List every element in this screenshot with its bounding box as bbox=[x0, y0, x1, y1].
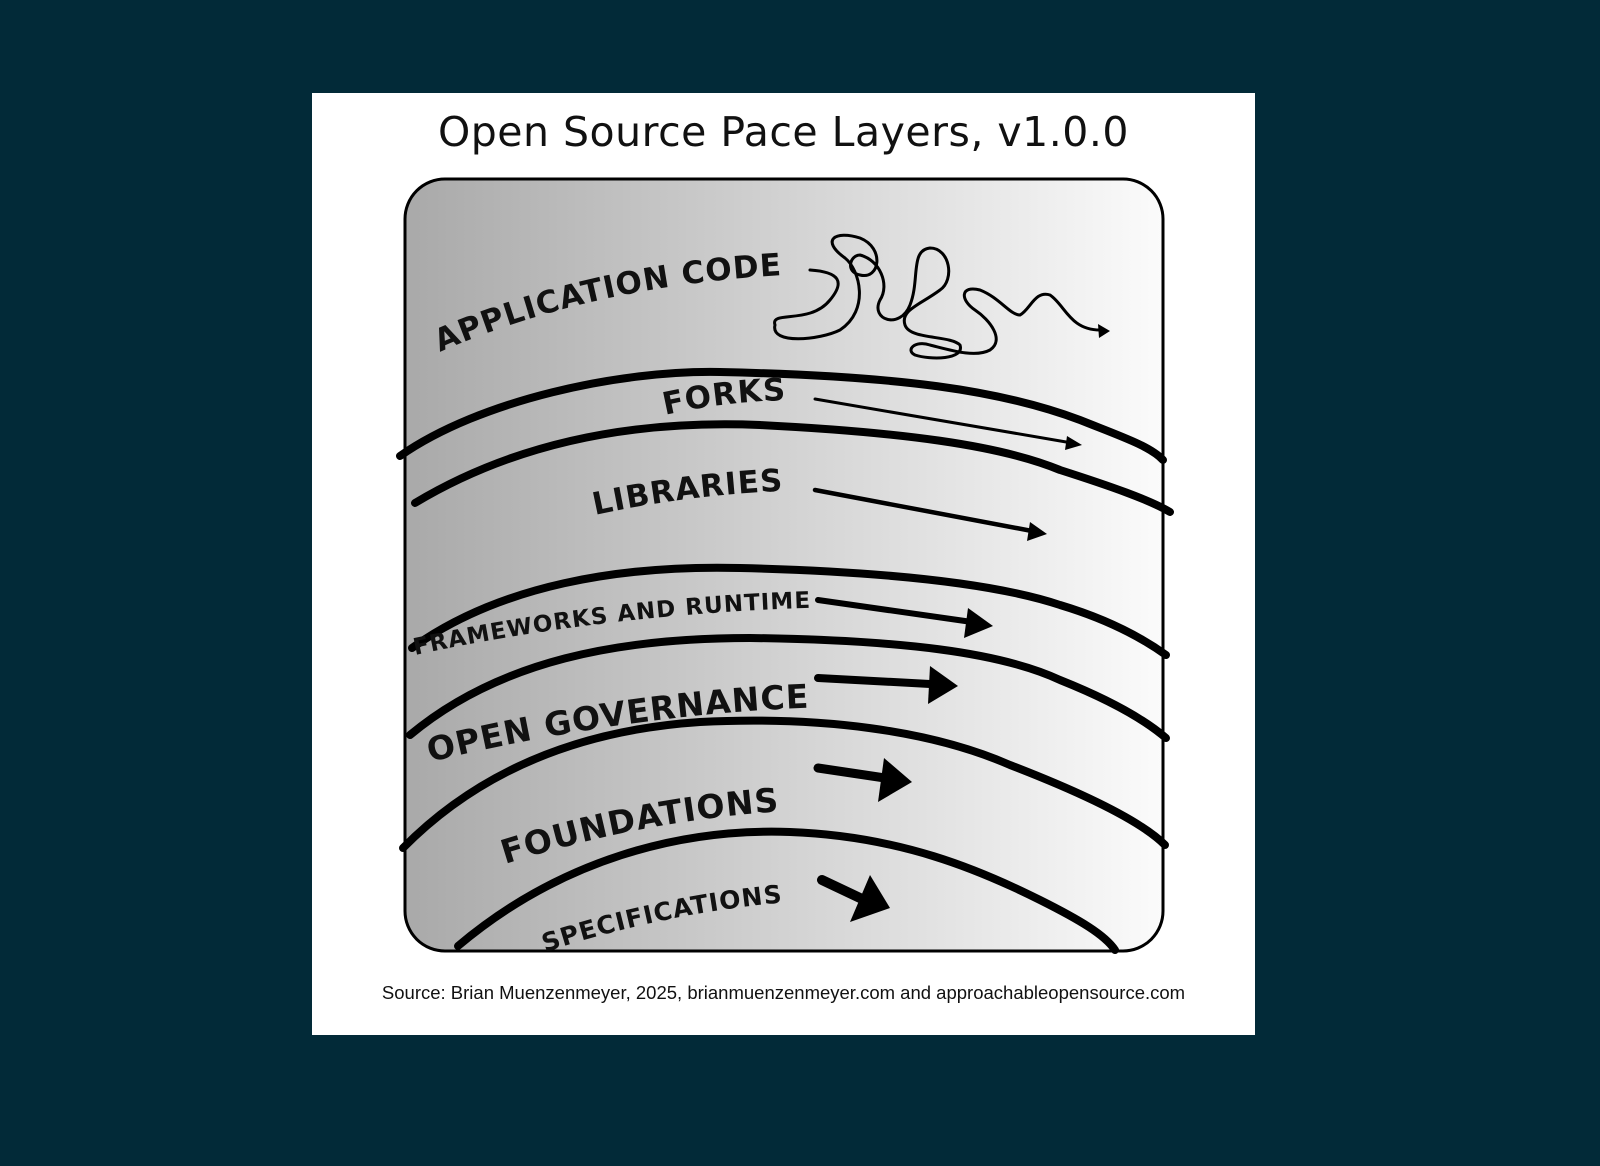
band-line-5 bbox=[399, 716, 1169, 852]
squiggle-arrow bbox=[773, 233, 1102, 360]
source-caption: Source: Brian Muenzenmeyer, 2025, brianm… bbox=[381, 982, 1186, 1003]
layers-frame bbox=[403, 177, 1165, 953]
band-line-3 bbox=[408, 563, 1170, 659]
libraries-arrow bbox=[812, 487, 1047, 541]
band-line-2 bbox=[411, 420, 1174, 516]
squiggle-arrowhead bbox=[1098, 324, 1110, 338]
specifications-arrow bbox=[817, 875, 890, 922]
governance-arrow bbox=[814, 666, 958, 704]
band-line-1 bbox=[396, 367, 1167, 464]
frameworks-arrow bbox=[815, 597, 993, 638]
diagram-title: Open Source Pace Layers, v1.0.0 bbox=[437, 108, 1130, 156]
forks-arrow bbox=[813, 397, 1082, 450]
band-line-4 bbox=[406, 633, 1170, 742]
band-line-6 bbox=[454, 827, 1119, 954]
foundations-arrow bbox=[813, 758, 912, 802]
